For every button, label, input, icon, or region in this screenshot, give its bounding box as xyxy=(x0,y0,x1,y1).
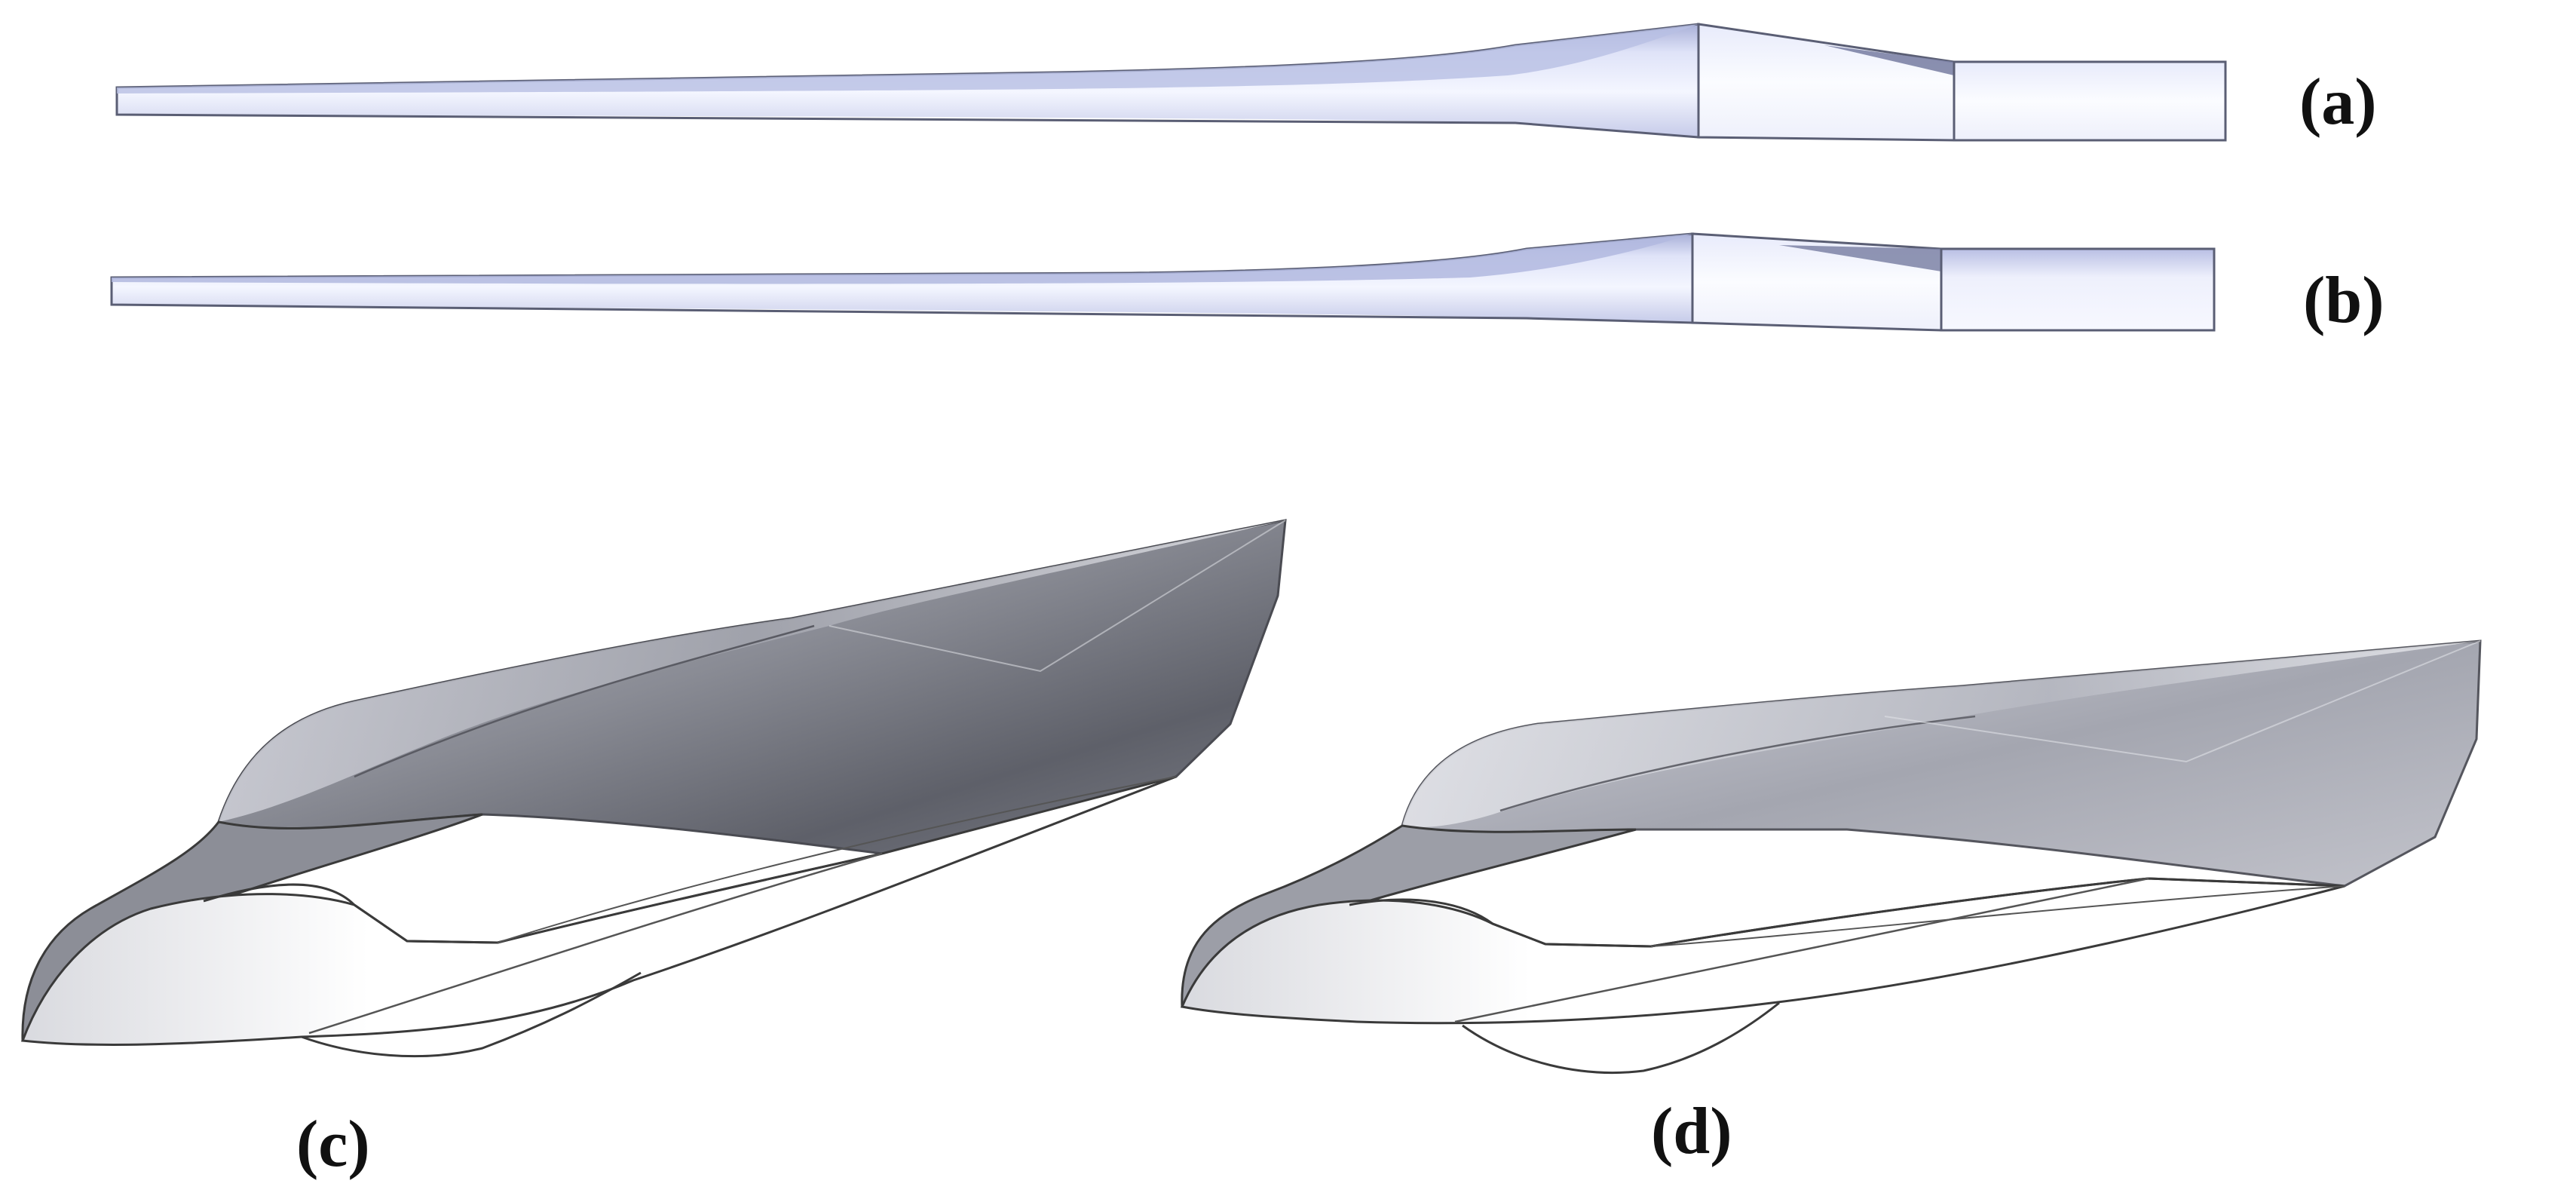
blade-side-view-b xyxy=(110,232,2216,332)
surface-crease-c xyxy=(354,624,815,778)
panel-label-c: (c) xyxy=(296,1108,370,1181)
panel-label-a: (a) xyxy=(2299,66,2377,139)
blade-upper-facet-b xyxy=(112,234,1692,284)
airfoil-trailing-line-c xyxy=(497,776,1177,943)
blade-side-view-a xyxy=(115,23,2227,142)
surface-highlight-c xyxy=(829,520,1286,673)
surface-highlight-d xyxy=(1884,640,2481,763)
blade-transition-shade-b xyxy=(1779,245,1941,271)
blade-surface-view-d xyxy=(1180,639,2482,1074)
panel-label-d: (d) xyxy=(1651,1095,1732,1168)
blade-upper-facet-a xyxy=(117,24,1698,94)
blade-surface-view-c xyxy=(20,519,1287,1058)
airfoil-chord-line-c xyxy=(308,852,883,1035)
blade-root-a xyxy=(1953,60,2227,142)
airfoil-lower-curve-d xyxy=(1462,1001,1780,1074)
blade-root-b xyxy=(1940,247,2216,332)
surface-lower-skin-c xyxy=(20,775,1177,1046)
airfoil-lower-curve-c xyxy=(301,971,642,1058)
airfoil-section-loop-d xyxy=(1349,877,2345,948)
blade-transition-a xyxy=(1697,23,1956,142)
blade-transition-shade-a xyxy=(1824,45,1954,75)
airfoil-trailing-line-d xyxy=(1650,885,2345,947)
panel-label-b: (b) xyxy=(2303,264,2385,337)
airfoil-section-loop-c xyxy=(203,852,883,944)
surface-crease-d xyxy=(1499,715,1976,812)
surface-sheet-c xyxy=(217,519,1287,855)
